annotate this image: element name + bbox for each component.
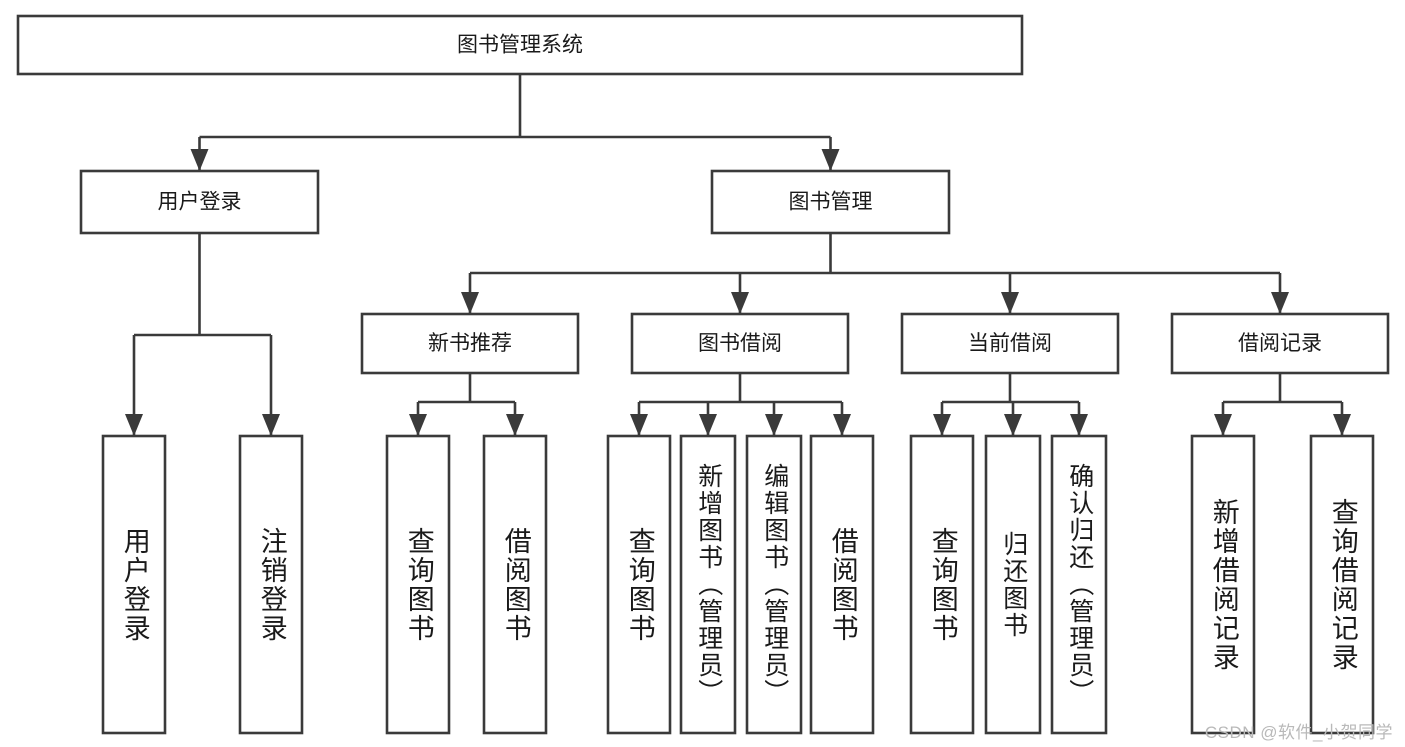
node-box-leaf-add-book-admin[interactable] xyxy=(679,434,737,735)
arrow-head-icon xyxy=(461,292,479,314)
node-box-leaf-query-book-borrow[interactable] xyxy=(606,434,672,735)
node-box-leaf-borrow-book[interactable] xyxy=(809,434,875,735)
node-label-current-borrow: 当前借阅 xyxy=(968,332,1052,355)
arrow-head-icon xyxy=(506,414,524,436)
arrow-head-icon xyxy=(1214,414,1232,436)
arrow-head-icon xyxy=(1004,414,1022,436)
node-box-leaf-query-book-current[interactable] xyxy=(909,434,975,735)
node-box-book-borrow[interactable] xyxy=(630,312,850,375)
arrow-head-icon xyxy=(125,414,143,436)
arrow-head-icon xyxy=(190,149,209,171)
edge-layer xyxy=(125,74,1351,436)
arrow-head-icon xyxy=(1333,414,1351,436)
watermark-text: CSDN @软件_小贺同学 xyxy=(1204,723,1393,742)
arrow-head-icon xyxy=(731,292,749,314)
arrow-head-icon xyxy=(1001,292,1019,314)
node-label-book-borrow: 图书借阅 xyxy=(698,332,782,355)
arrow-head-icon xyxy=(1271,292,1289,314)
arrow-head-icon xyxy=(262,414,280,436)
node-box-leaf-logout[interactable] xyxy=(238,434,304,735)
node-label-root: 图书管理系统 xyxy=(457,34,583,57)
arrow-head-icon xyxy=(933,414,951,436)
node-label-user-login: 用户登录 xyxy=(158,191,242,214)
box-layer xyxy=(16,14,1390,735)
node-box-leaf-query-book-recommend[interactable] xyxy=(385,434,451,735)
arrow-head-icon xyxy=(699,414,717,436)
arrow-head-icon xyxy=(765,414,783,436)
node-label-borrow-record: 借阅记录 xyxy=(1238,332,1322,355)
node-box-root[interactable] xyxy=(16,14,1024,76)
node-box-leaf-query-borrow-record[interactable] xyxy=(1309,434,1375,735)
node-box-leaf-confirm-return-admin[interactable] xyxy=(1050,434,1108,735)
node-box-leaf-add-borrow-record[interactable] xyxy=(1190,434,1256,735)
node-label-new-book-recommend: 新书推荐 xyxy=(428,332,512,355)
node-box-leaf-edit-book-admin[interactable] xyxy=(745,434,803,735)
node-box-book-manage[interactable] xyxy=(710,169,951,235)
node-label-book-manage: 图书管理 xyxy=(789,191,873,214)
node-box-user-login[interactable] xyxy=(79,169,320,235)
arrow-head-icon xyxy=(821,149,840,171)
arrow-head-icon xyxy=(833,414,851,436)
arrow-head-icon xyxy=(409,414,427,436)
node-box-leaf-return-book[interactable] xyxy=(984,434,1042,735)
arrow-head-icon xyxy=(630,414,648,436)
node-box-borrow-record[interactable] xyxy=(1170,312,1390,375)
arrow-head-icon xyxy=(1070,414,1088,436)
node-box-leaf-borrow-book-recommend[interactable] xyxy=(482,434,548,735)
node-box-current-borrow[interactable] xyxy=(900,312,1120,375)
node-box-leaf-user-login[interactable] xyxy=(101,434,167,735)
node-box-new-book-recommend[interactable] xyxy=(360,312,580,375)
